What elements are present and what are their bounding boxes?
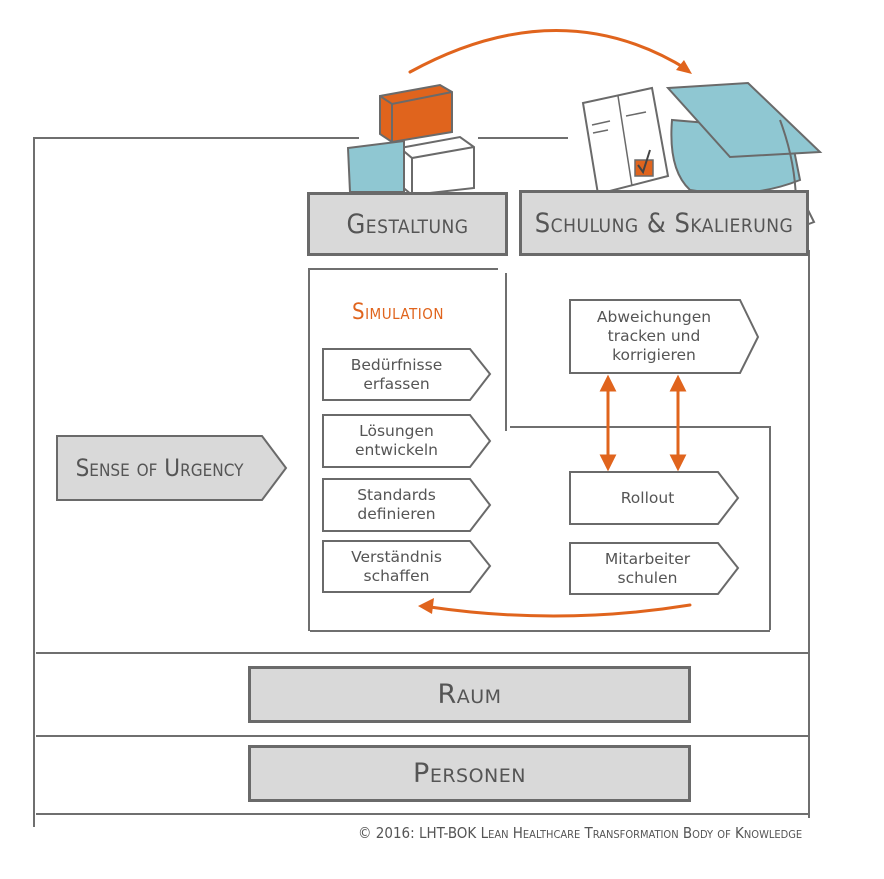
rollout-chevrons: [569, 299, 760, 595]
bar-personen: Personen: [248, 745, 691, 802]
copyright-text: © 2016: LHT-BOK Lean Healthcare Transfor…: [358, 824, 803, 842]
step-standards-label: Standards definieren: [323, 479, 470, 531]
return-arrow: [428, 603, 692, 618]
top-arc-arrow: [408, 29, 690, 74]
header-gestaltung: Gestaltung: [307, 192, 508, 256]
step-verstaendnis-label: Verständnis schaffen: [323, 541, 470, 592]
panel-left-line: [308, 268, 310, 631]
chevron-rollout: [569, 471, 740, 525]
panel-right-inner: [769, 426, 771, 630]
simulation-chevrons: [322, 348, 492, 593]
rollout-text: Rollout: [620, 488, 675, 507]
chevron-abweichungen: [569, 299, 760, 374]
frame-row-divider-2: [36, 735, 808, 737]
panel-inner-top: [510, 426, 770, 428]
frame-bottom-line: [36, 813, 808, 815]
frame-row-divider-1: [36, 652, 808, 654]
frame-top-line: [34, 137, 359, 139]
deviation-line2: tracken und: [607, 327, 701, 345]
panel-top-line: [308, 268, 498, 270]
deviation-line3: korrigieren: [612, 346, 696, 364]
step-loesungen-label: Lösungen entwickeln: [323, 415, 470, 467]
header-schulung-skalierung: Schulung & Skalierung: [519, 190, 809, 256]
step-beduerfnisse-label: Bedürfnisse erfassen: [323, 349, 470, 400]
panel-mid-vertical: [505, 273, 507, 431]
step-standards-line2: definieren: [357, 505, 436, 523]
panel-bottom-line: [310, 630, 770, 632]
chevron-verstaendnis: [322, 540, 492, 593]
train-label: Mitarbeiter schulen: [570, 543, 725, 594]
double-arrows: [599, 374, 687, 472]
bar-raum: Raum: [248, 666, 691, 723]
sense-of-urgency-label: Sense of Urgency: [57, 436, 262, 500]
step-verstaendnis-line1: Verständnis: [351, 547, 442, 566]
rollout-label: Rollout: [570, 472, 725, 524]
graduation-cap-icon: [665, 81, 823, 230]
top-arc-arrowhead: [676, 60, 692, 74]
deviation-label: Abweichungen tracken und korrigieren: [570, 300, 738, 373]
step-beduerfnisse-line2: erfassen: [363, 374, 430, 393]
chevron-loesungen: [322, 414, 492, 468]
chevron-sense-of-urgency: [56, 435, 288, 501]
sense-of-urgency-text: Sense of Urgency: [75, 453, 244, 482]
frame-left-line: [33, 137, 35, 827]
return-arrowhead: [418, 598, 434, 614]
step-loesungen-line2: entwickeln: [354, 441, 439, 459]
chevron-beduerfnisse: [322, 348, 492, 401]
document-icon: [581, 86, 670, 196]
chevron-mitarbeiter: [569, 542, 740, 595]
frame-top-line-right: [478, 137, 568, 139]
deviation-line1: Abweichungen: [596, 308, 712, 326]
train-line1: Mitarbeiter: [604, 549, 691, 568]
frame-right-line: [808, 250, 810, 818]
step-verstaendnis-line2: schaffen: [363, 566, 430, 585]
simulation-title: Simulation: [352, 300, 444, 325]
train-line2: schulen: [617, 568, 678, 587]
chevron-standards: [322, 478, 492, 532]
step-beduerfnisse-line1: Bedürfnisse: [350, 355, 443, 374]
cubes-icon: [346, 83, 475, 197]
step-loesungen-line1: Lösungen: [359, 422, 434, 440]
step-standards-line1: Standards: [357, 486, 436, 504]
